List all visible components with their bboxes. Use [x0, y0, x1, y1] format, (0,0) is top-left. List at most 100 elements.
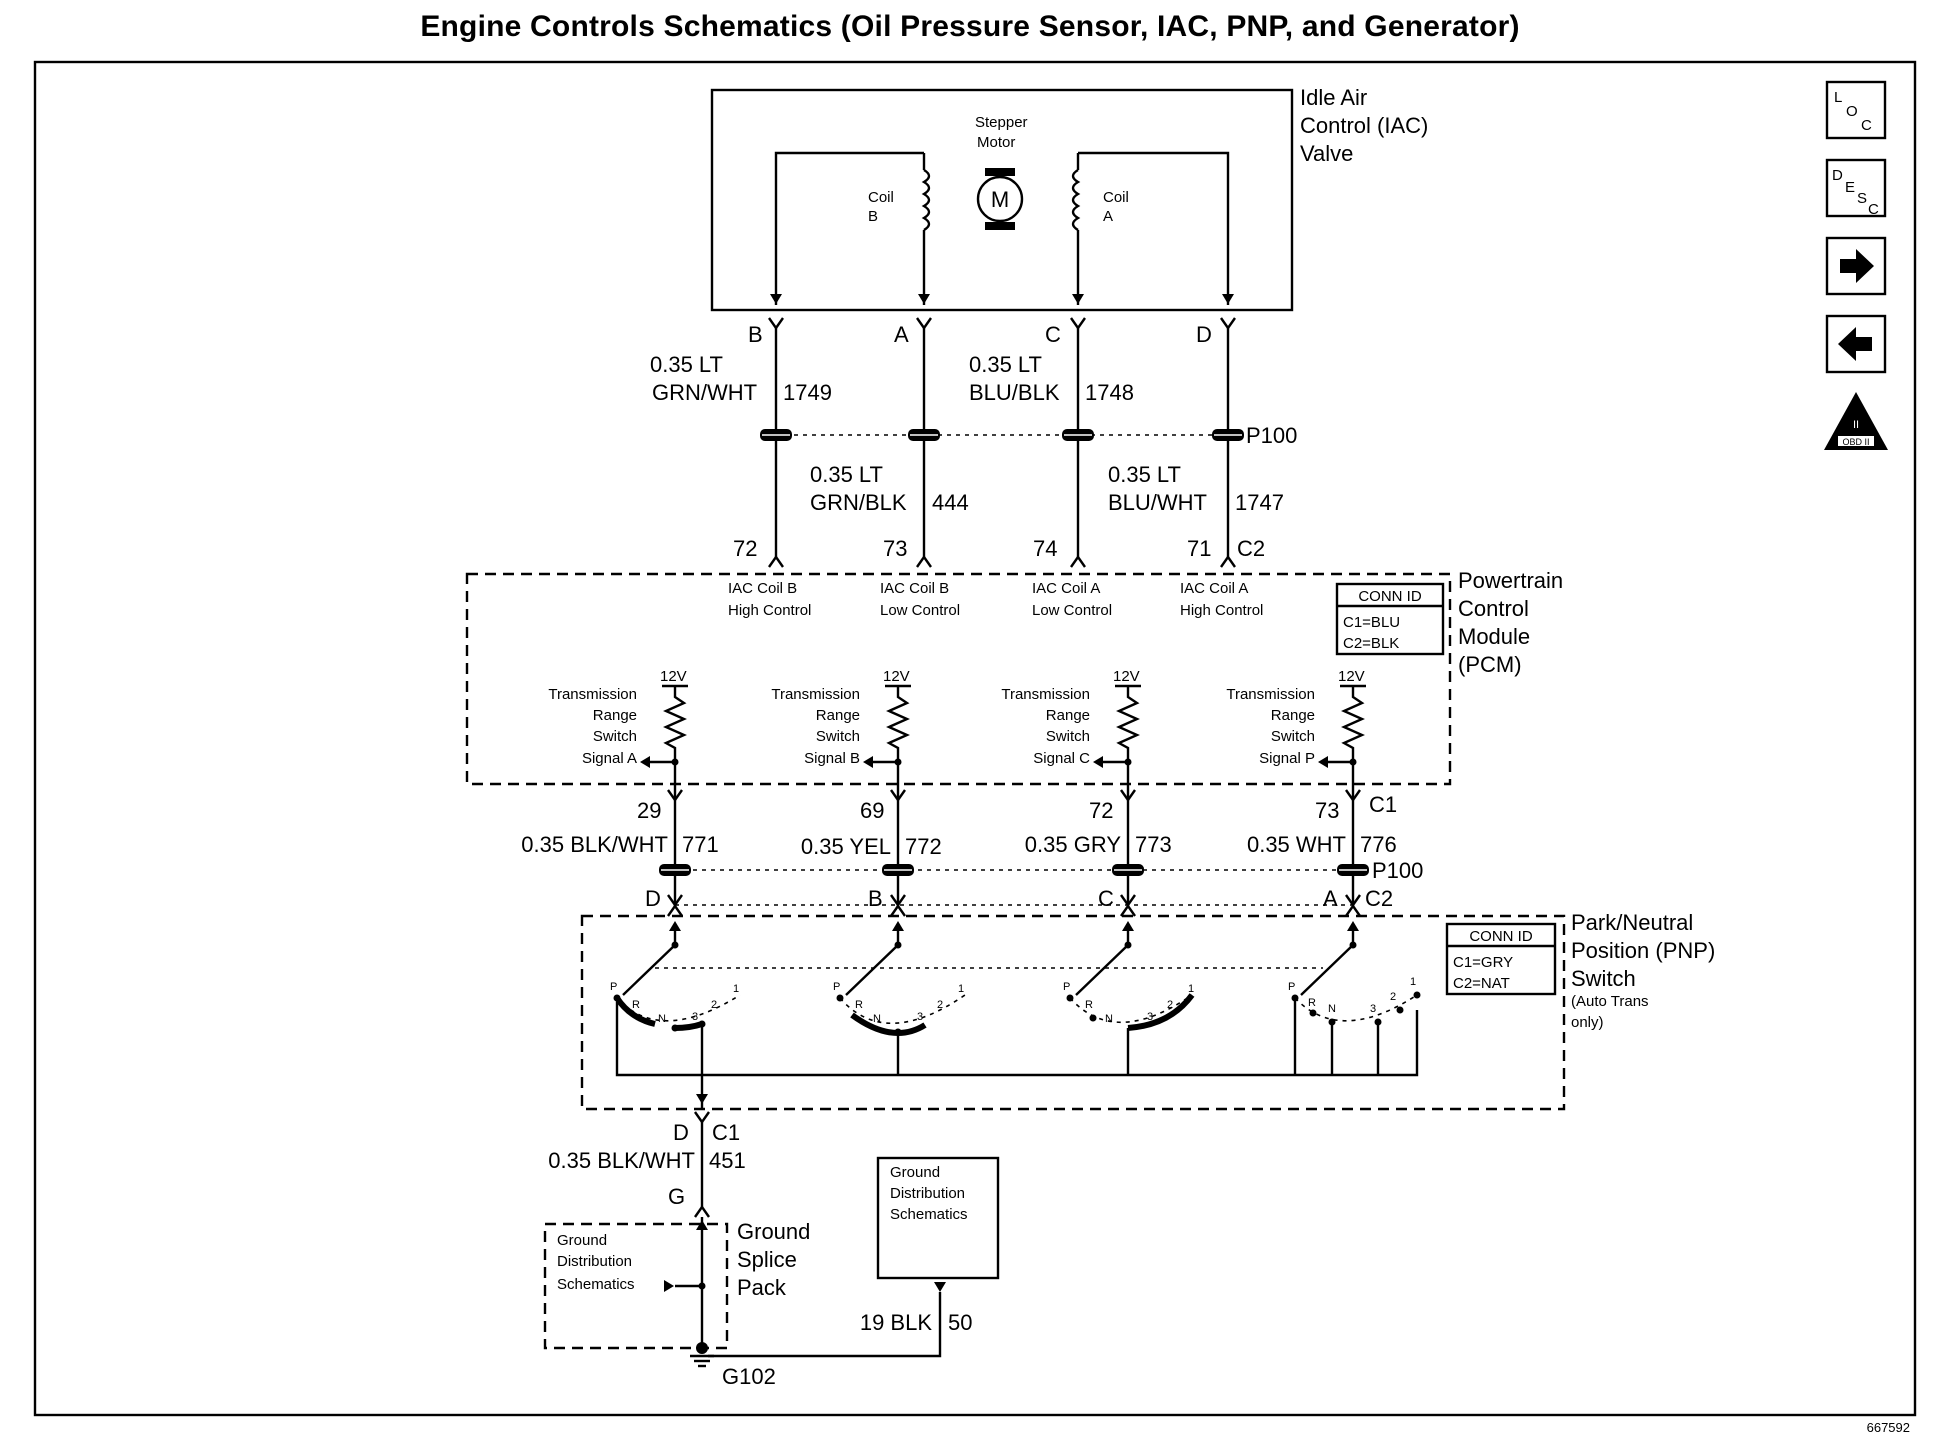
pcm-c1-pin-72: 72 — [1089, 798, 1113, 823]
iac-pin-a: A — [894, 322, 909, 347]
svg-text:OBD II: OBD II — [1842, 437, 1869, 447]
wire-773-circuit: 773 — [1135, 832, 1172, 857]
svg-text:D: D — [1832, 167, 1843, 184]
pcm-conn-id-line-1: C1=BLU — [1343, 614, 1400, 631]
stepper-motor-icon — [976, 175, 1024, 223]
trs-channel-p: 12V Transmission Range Switch Signal P — [1226, 668, 1366, 800]
svg-text:C: C — [1868, 201, 1879, 218]
trs-a-2: Range — [593, 707, 637, 724]
trs-channel-c: 12V Transmission Range Switch Signal C — [1001, 668, 1141, 800]
volt-label-b: 12V — [883, 668, 910, 685]
desc-icon[interactable]: D E S C — [1825, 158, 1887, 218]
pnp-a-pos-p: P — [610, 981, 617, 993]
wire-773-label: 0.35 GRY — [1025, 832, 1122, 857]
pcm-c1-pin-69: 69 — [860, 798, 884, 823]
pnp-a-pos-n: N — [658, 1013, 666, 1025]
pnp-switch-b: P R N 3 2 1 — [833, 921, 966, 1075]
wire-776-circuit: 776 — [1360, 832, 1397, 857]
pcm-conn-id-title: CONN ID — [1358, 588, 1422, 605]
iac-name-3: Valve — [1300, 141, 1353, 166]
wire-776-label: 0.35 WHT — [1247, 832, 1346, 857]
coil-a-winding — [1071, 168, 1081, 232]
pnp-switch-c: P R N 3 2 1 — [1063, 921, 1195, 1075]
iac-name-1: Idle Air — [1300, 85, 1367, 110]
pnp-name-2: Position (PNP) — [1571, 938, 1715, 963]
pnp-conn-id-line-2: C2=NAT — [1453, 975, 1510, 992]
ground-distribution-box[interactable]: Ground Distribution Schematics — [876, 1156, 1000, 1280]
wire-1749-gauge: 0.35 LT — [650, 352, 723, 377]
pnp-a-pos-r: R — [632, 999, 640, 1011]
pcm-c1-label: C1 — [1369, 792, 1397, 817]
pnp-c2-pin-c: C — [1098, 886, 1114, 911]
loc-icon[interactable]: L O C — [1825, 80, 1887, 140]
splice-ref-3: Schematics — [557, 1276, 635, 1293]
wire-1747-circuit: 1747 — [1235, 490, 1284, 515]
wire-444-color: GRN/BLK — [810, 490, 907, 515]
pnp-b-pos-n: N — [873, 1013, 881, 1025]
coil-b-label-2: B — [868, 208, 878, 225]
trs-a-1: Transmission — [548, 686, 637, 703]
trs-b-3: Switch — [816, 728, 860, 745]
svg-text:O: O — [1846, 103, 1858, 120]
next-arrow-icon[interactable] — [1825, 236, 1887, 296]
pnp-c-pos-r: R — [1085, 999, 1093, 1011]
pcm-coil-label-1b: High Control — [728, 602, 811, 619]
p100-lower-connector: P100 — [659, 858, 1423, 917]
pcm-coil-label-4a: IAC Coil A — [1180, 580, 1248, 597]
trs-p-1: Transmission — [1226, 686, 1315, 703]
trs-a-4: Signal A — [582, 750, 637, 767]
prev-arrow-icon[interactable] — [1825, 314, 1887, 374]
pcm-conn-id-line-2: C2=BLK — [1343, 635, 1399, 652]
pnp-name-3: Switch — [1571, 966, 1636, 991]
pnp-switch: Park/Neutral Position (PNP) Switch (Auto… — [580, 910, 1715, 1111]
pnp-note-1: (Auto Trans — [1571, 993, 1649, 1010]
pcm-name-2: Control — [1458, 596, 1529, 621]
coil-a-label-2: A — [1103, 208, 1113, 225]
pnp-p-pos-n: N — [1328, 1003, 1336, 1015]
iac-name-2: Control (IAC) — [1300, 113, 1428, 138]
splice-name-1: Ground — [737, 1219, 810, 1244]
splice-ref-2: Distribution — [557, 1253, 632, 1270]
pnp-a-pos-3: 3 — [692, 1011, 698, 1023]
trs-c-2: Range — [1046, 707, 1090, 724]
trs-channel-b: 12V Transmission Range Switch Signal B — [771, 668, 911, 800]
pnp-c-pos-p: P — [1063, 981, 1070, 993]
iac-valve-box — [710, 88, 1294, 312]
wire-1747-gauge: 0.35 LT — [1108, 462, 1181, 487]
pull-up-resistor-b — [886, 686, 910, 800]
wire-772-circuit: 772 — [905, 834, 942, 859]
pnp-p-pos-r: R — [1308, 997, 1316, 1009]
motor-symbol: M — [991, 187, 1009, 212]
trs-b-4: Signal B — [804, 750, 860, 767]
pcm-c2-pin-74: 74 — [1033, 536, 1057, 561]
volt-label-c: 12V — [1113, 668, 1140, 685]
page-title: Engine Controls Schematics (Oil Pressure… — [420, 10, 1520, 43]
gds-line-3: Schematics — [890, 1206, 968, 1223]
splice-pin-g: G — [668, 1184, 685, 1209]
wire-451-circuit: 451 — [709, 1148, 746, 1173]
pnp-ground-rail — [615, 1002, 1419, 1077]
wire-1748-color: BLU/BLK — [969, 380, 1060, 405]
pnp-c-pos-n: N — [1105, 1013, 1113, 1025]
wire-444-gauge: 0.35 LT — [810, 462, 883, 487]
pull-up-resistor-a — [663, 686, 687, 800]
wire-1749-color: GRN/WHT — [652, 380, 757, 405]
pnp-switch-p: P R N 3 2 1 — [1288, 921, 1421, 1075]
ground-splice-pack: Ground Distribution Schematics Ground Sp… — [543, 1219, 810, 1350]
pcm-coil-label-2a: IAC Coil B — [880, 580, 949, 597]
pcm-name-1: Powertrain — [1458, 568, 1563, 593]
trs-c-3: Switch — [1046, 728, 1090, 745]
pcm-coil-label-1a: IAC Coil B — [728, 580, 797, 597]
iac-pin-d: D — [1196, 322, 1212, 347]
obd-ii-icon[interactable]: II OBD II — [1824, 392, 1888, 450]
iac-valve: Idle Air Control (IAC) Valve Coil B Step… — [710, 85, 1428, 312]
coil-b-label-1: Coil — [868, 189, 894, 206]
ground-point-label: G102 — [722, 1364, 776, 1389]
pull-up-resistor-p — [1341, 686, 1365, 800]
pnp-p-pos-2: 2 — [1390, 991, 1396, 1003]
pnp-c-pos-1: 1 — [1188, 983, 1194, 995]
blk-wire-circuit: 50 — [948, 1310, 972, 1335]
trs-channel-a: 12V Transmission Range Switch Signal A — [548, 668, 688, 800]
pnp-c2-pin-b: B — [868, 886, 883, 911]
